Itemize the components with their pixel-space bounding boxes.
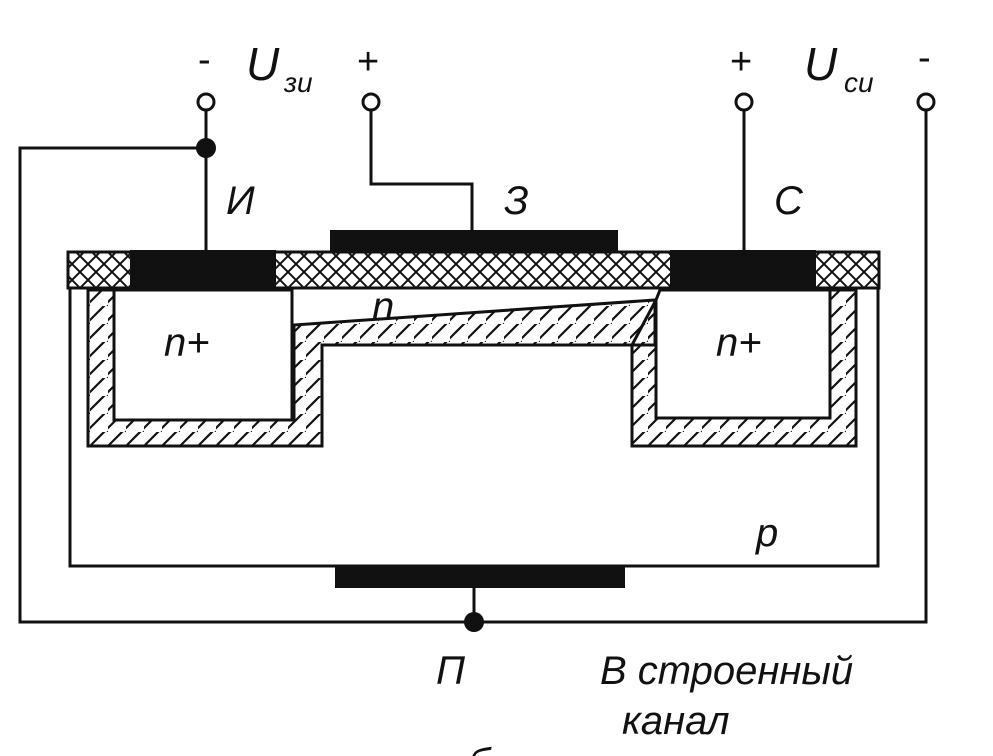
n-plus-left-region bbox=[112, 288, 294, 422]
plus-sign-ds: + bbox=[730, 41, 752, 83]
n-plus-right-region bbox=[654, 288, 832, 420]
built-in-channel-label-2: канал bbox=[622, 699, 730, 743]
substrate-terminal-label: П bbox=[436, 649, 466, 693]
n-plus-right-label: n+ bbox=[716, 321, 762, 365]
minus-sign-ds: - bbox=[918, 37, 931, 79]
minus-sign-gs: - bbox=[198, 39, 211, 81]
gate-label: З bbox=[504, 179, 529, 223]
terminal-drain-plus bbox=[734, 92, 754, 112]
source-contact bbox=[130, 250, 276, 288]
bottom-fragment-label: б bbox=[468, 741, 492, 756]
drain-label: С bbox=[774, 179, 804, 223]
drain-minus-wire bbox=[474, 110, 928, 624]
n-plus-left-label: n+ bbox=[164, 321, 210, 365]
terminal-drain-minus bbox=[916, 92, 936, 112]
source-label: И bbox=[226, 179, 255, 223]
gate-wire bbox=[369, 110, 474, 230]
p-substrate-label: p bbox=[755, 511, 778, 555]
gate-electrode bbox=[330, 230, 618, 252]
substrate-contact bbox=[335, 566, 625, 588]
n-channel-label: n bbox=[372, 285, 394, 329]
terminal-gate-plus bbox=[361, 92, 381, 112]
u-gs-subscript: зи bbox=[283, 67, 313, 98]
u-ds-label: U bbox=[804, 38, 838, 90]
channel-body-cutout bbox=[322, 345, 632, 446]
source-substrate-wire bbox=[18, 146, 474, 624]
terminal-source-minus bbox=[196, 92, 216, 112]
u-ds-subscript: си bbox=[844, 67, 874, 98]
built-in-channel-label-1: В строенный bbox=[600, 649, 853, 693]
u-gs-label: U bbox=[246, 38, 280, 90]
drain-contact bbox=[670, 250, 816, 288]
plus-sign-gs: + bbox=[357, 41, 379, 83]
